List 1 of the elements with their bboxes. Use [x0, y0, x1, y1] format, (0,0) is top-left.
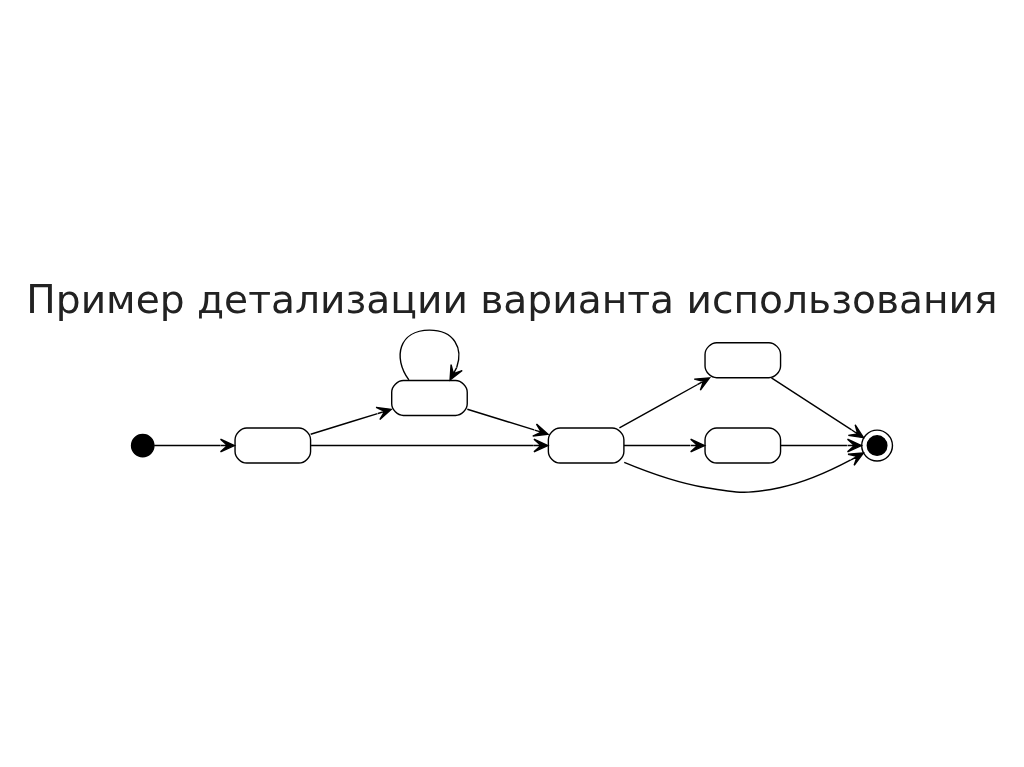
diagram-title: Пример детализации варианта использования: [26, 276, 998, 322]
